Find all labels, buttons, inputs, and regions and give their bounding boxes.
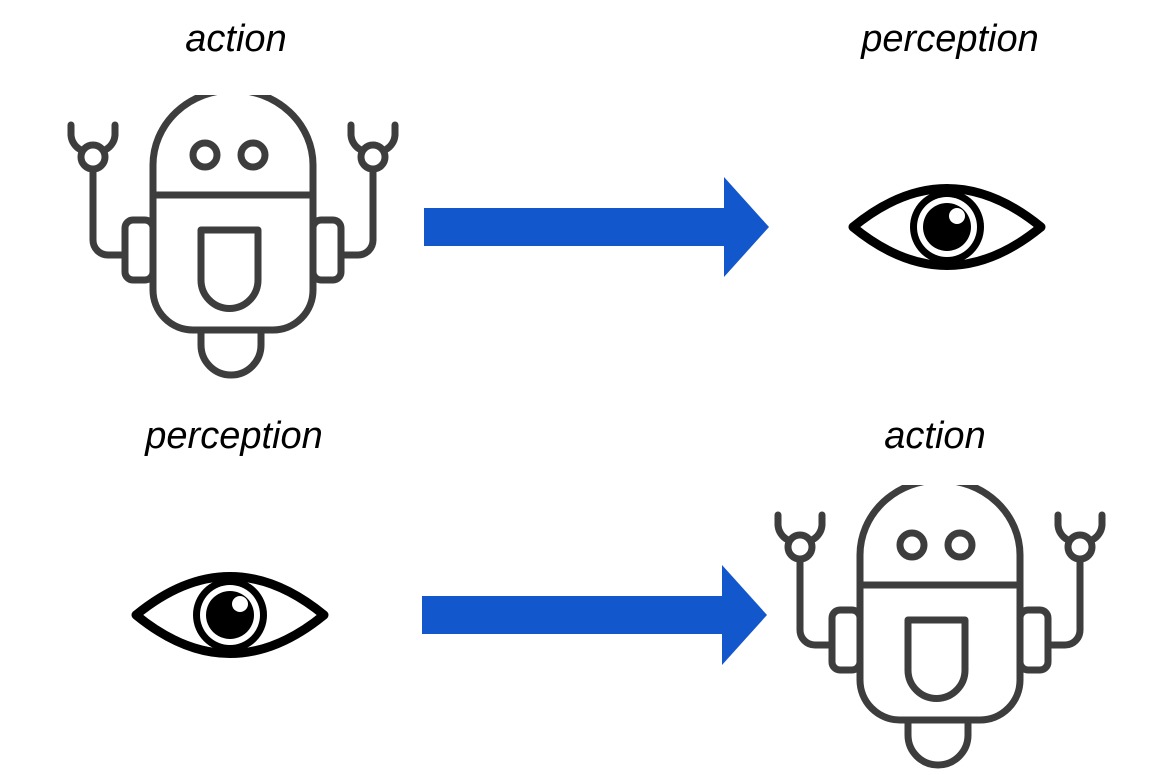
robot-icon (63, 95, 403, 385)
row2-target-label: action (884, 415, 986, 457)
eye-icon (847, 172, 1047, 282)
row2-source-label: perception (145, 415, 323, 457)
row1-source-label: action (185, 18, 287, 60)
eye-icon (130, 560, 330, 670)
arrow-right (422, 565, 767, 665)
robot-icon (770, 485, 1110, 775)
row1-target-label: perception (861, 18, 1039, 60)
arrow-right (424, 177, 769, 277)
